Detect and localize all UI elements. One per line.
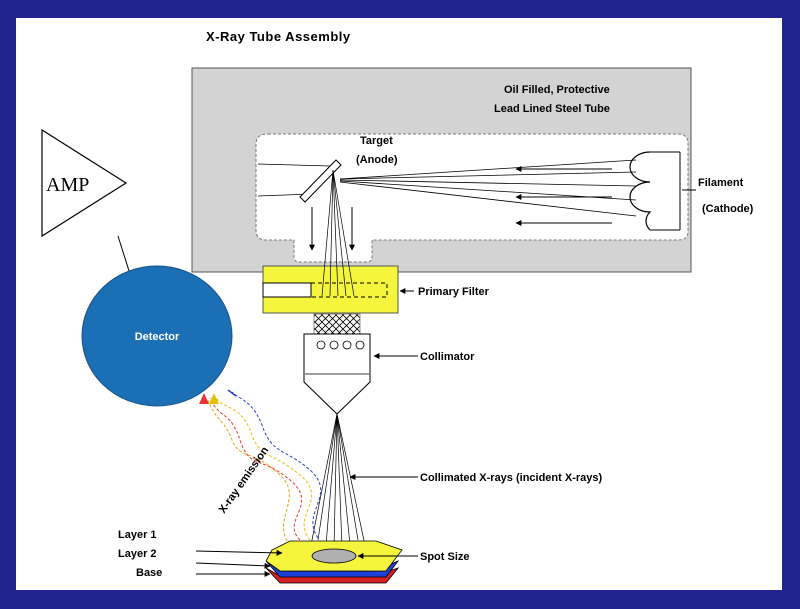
collimated-xrays [309,413,367,551]
collimator-hole-2 [329,340,339,350]
amp-label: AMP [46,174,89,196]
emission-label: X-ray emission [217,445,272,516]
base-label: Base [136,567,162,579]
target-label-line1: Target [360,135,393,147]
xray-emission-waves [207,391,322,546]
primary-filter-label: Primary Filter [418,286,490,298]
amp-detector-wire [117,235,131,275]
filament-coils [629,151,652,231]
electron-beams [257,159,637,217]
collimator-label: Collimator [420,351,475,363]
emission-arrowhead-red [199,393,209,404]
tube-label-line2: Lead Lined Steel Tube [494,103,610,115]
amplifier-triangle [41,128,128,238]
filament-label-line2: (Cathode) [702,203,754,215]
collimator-hole-4 [355,340,365,350]
detector-label: Detector [135,331,180,343]
diagram-title: X-Ray Tube Assembly [206,29,351,44]
layer2-pointer [195,562,271,569]
collimator-hole-3 [342,340,352,350]
vacuum-chamber [255,133,689,263]
layer2-label: Layer 2 [118,548,157,560]
collimator-mesh [313,313,361,335]
emission-arrowhead-yellow [209,393,219,404]
filter-slot-dashed [310,282,388,298]
tube-label-line1: Oil Filled, Protective [504,84,610,96]
collimated-label: Collimated X-rays (incident X-rays) [420,472,602,484]
detector-circle [81,265,233,407]
anode-target [299,159,342,203]
collimator-hole-1 [316,340,326,350]
target-label-line2: (Anode) [356,154,398,166]
spot-size-label: Spot Size [420,551,470,563]
layer1-pointer [195,549,283,556]
spot-size-ellipse [311,548,357,564]
xray-beam-upper [321,169,355,297]
emission-arrowhead-blue [227,389,237,397]
layer1-label: Layer 1 [118,529,157,541]
filter-slot [262,282,312,298]
filament-label-line1: Filament [698,177,744,189]
